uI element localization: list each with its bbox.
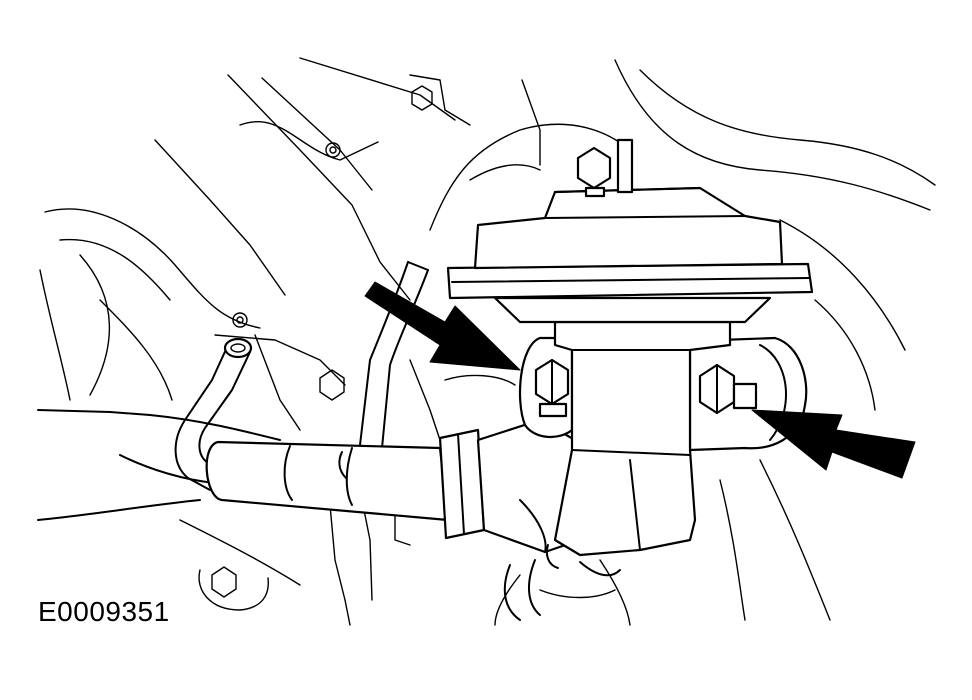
- lower-fittings: [503, 544, 621, 621]
- figure-id-label: E0009351: [38, 596, 170, 627]
- vacuum-pipe-vertical: [359, 261, 429, 449]
- egr-tube: [205, 418, 582, 554]
- egr-valve-body: [446, 138, 814, 557]
- pointer-arrows: [364, 281, 916, 479]
- mounting-bolt-left: [534, 358, 570, 418]
- arrow-to-right-bolt: [751, 409, 916, 479]
- mounting-bolt-right: [698, 363, 758, 415]
- arrow-to-left-bolt: [364, 281, 521, 371]
